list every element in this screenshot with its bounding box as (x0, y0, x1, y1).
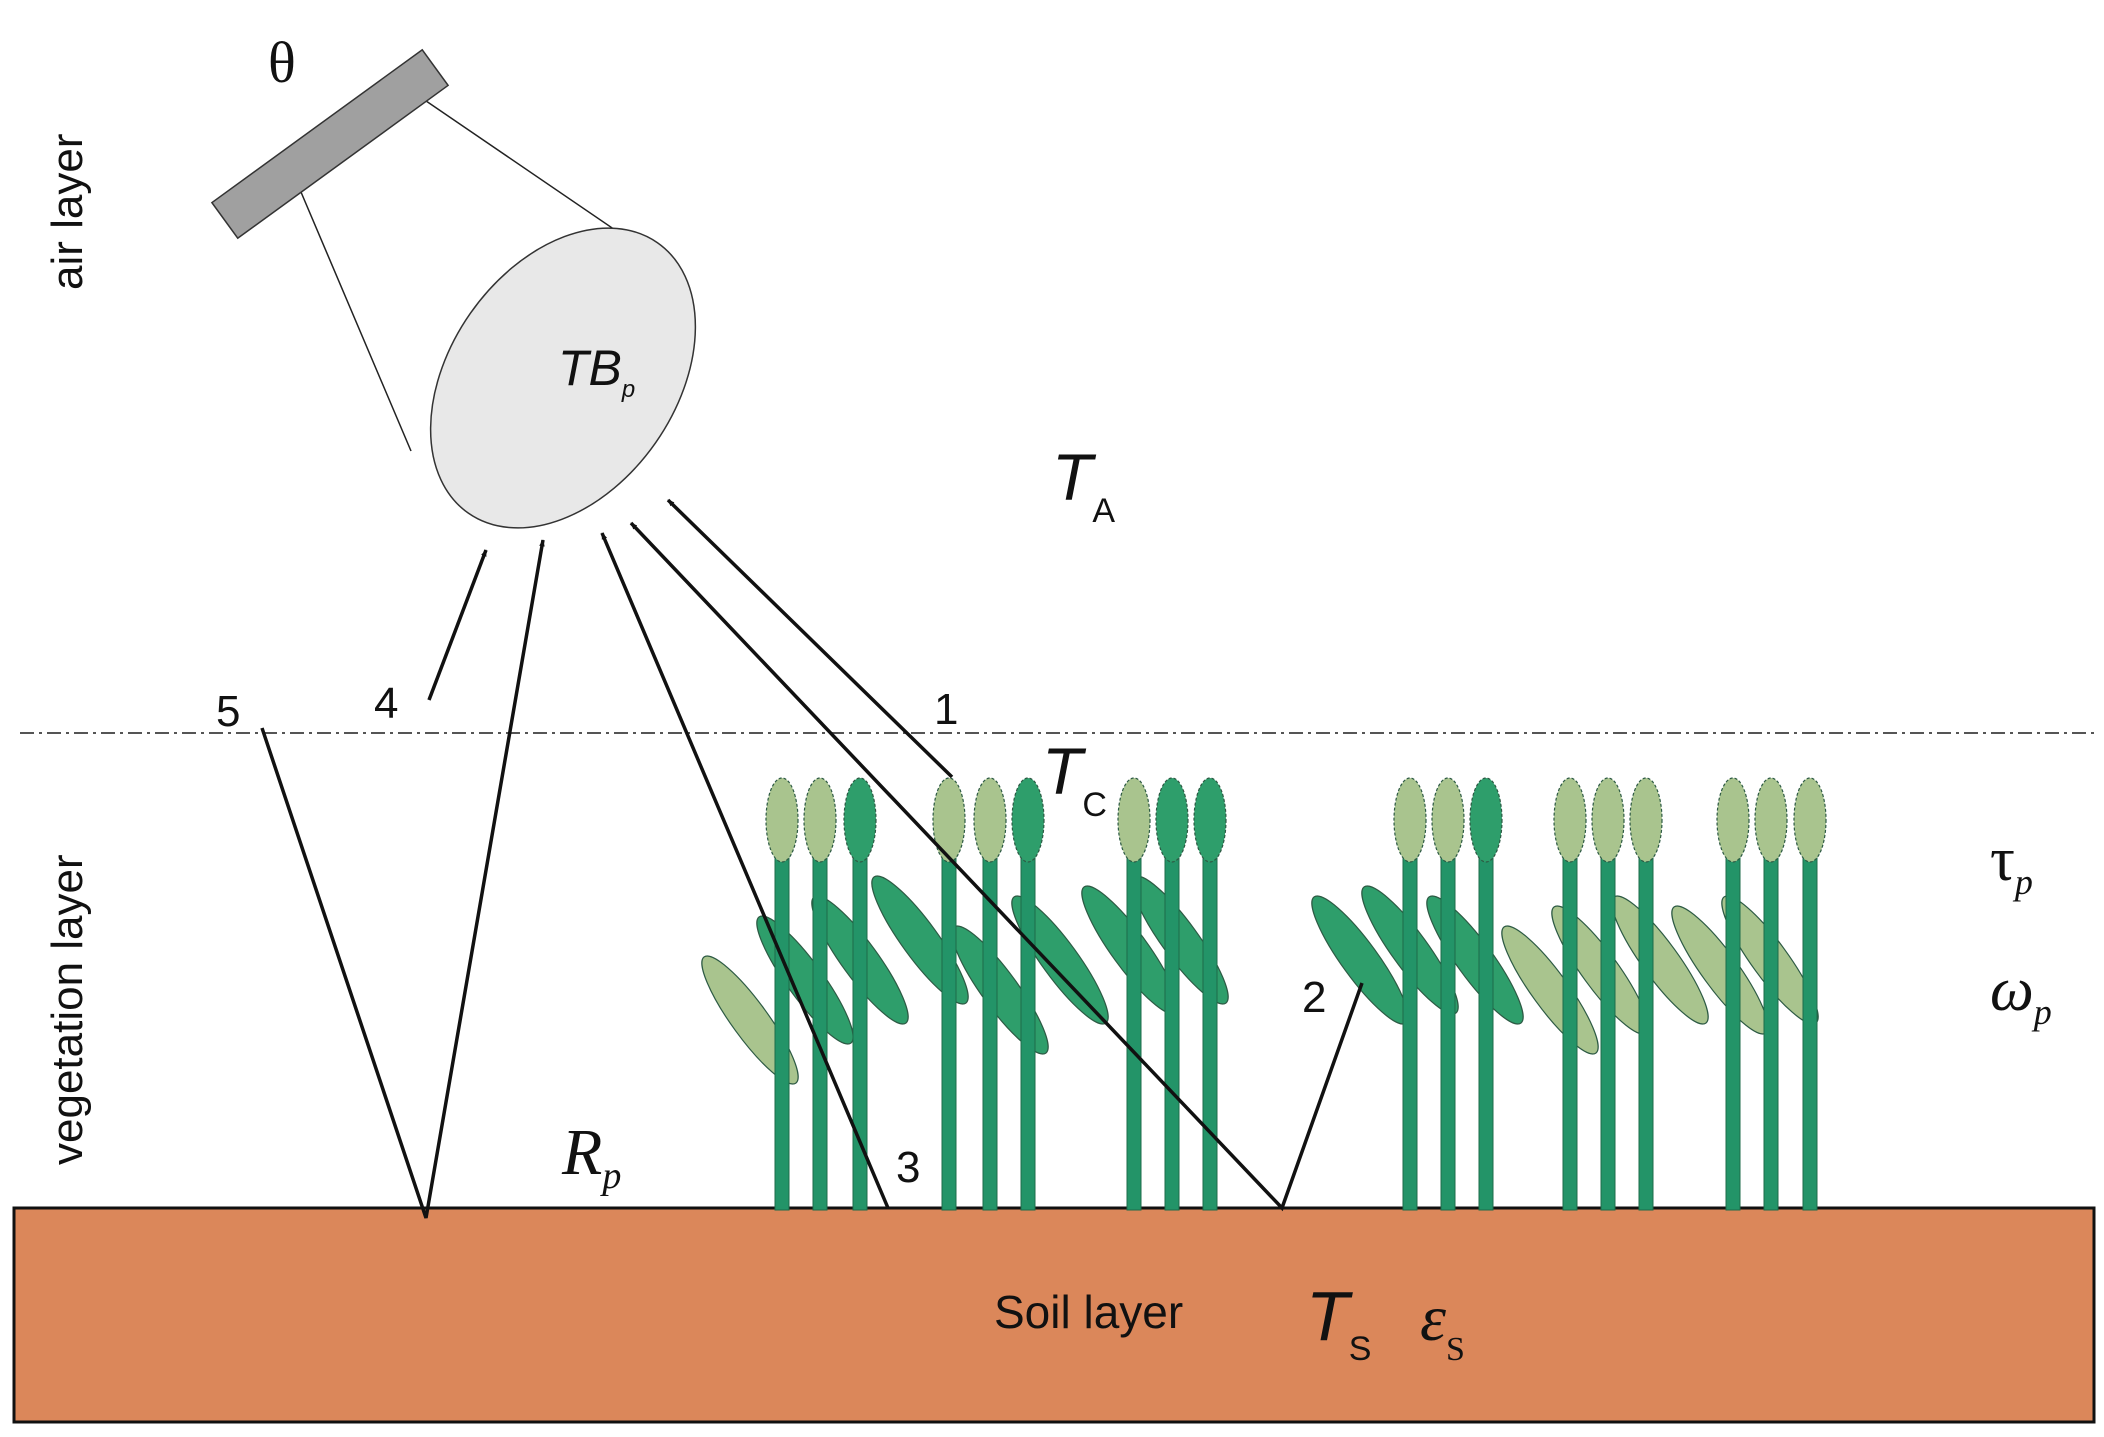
leaf-1 (701, 955, 799, 1085)
stem-15 (1638, 829, 1654, 1211)
optical-depth-label: τp (1990, 826, 2033, 902)
stem-13 (1562, 829, 1578, 1211)
soil-emissivity-label: εS (1420, 1282, 1465, 1368)
grain-head-1 (765, 777, 799, 863)
stem-7 (1126, 829, 1142, 1211)
air-layer-label: air layer (43, 134, 92, 291)
brightness-temperature-label: TBp (558, 340, 635, 403)
grain-head-15 (1629, 777, 1663, 863)
stem-17 (1763, 829, 1779, 1211)
radiometer-sensor-icon (210, 48, 450, 240)
soil-layer-label: Soil layer (994, 1286, 1183, 1338)
sensor-footprint (429, 227, 697, 529)
path-number-1: 1 (934, 685, 958, 734)
path-5-sky-reflection (260, 539, 545, 1219)
path-number-2: 2 (1302, 973, 1326, 1022)
stem-5 (982, 829, 998, 1211)
grain-head-16 (1716, 777, 1750, 863)
sensor-angle-label: θ (268, 30, 296, 95)
grain-head-4 (932, 777, 966, 863)
vegetation-layer-label: vegetation layer (43, 854, 92, 1165)
grain-head-17 (1754, 777, 1788, 863)
grain-head-14 (1591, 777, 1625, 863)
path-2-canopy-soil-reflection (629, 521, 1364, 1212)
soil-layer (12, 1206, 2096, 1424)
stem-18 (1802, 829, 1818, 1211)
grain-head-9 (1193, 777, 1227, 863)
stem-14 (1600, 829, 1616, 1211)
soil-temperature-label: TS (1306, 1277, 1371, 1368)
stem-16 (1725, 829, 1741, 1211)
grain-head-6 (1011, 777, 1045, 863)
path-1-canopy-emission (666, 498, 954, 779)
soil-reflectivity-label: Rp (561, 1116, 621, 1197)
grain-head-13 (1553, 777, 1587, 863)
grain-head-11 (1431, 777, 1465, 863)
stem-11 (1440, 829, 1456, 1211)
stem-2 (812, 829, 828, 1211)
grain-head-5 (973, 777, 1007, 863)
air-temperature-label: TA (1052, 440, 1115, 530)
path-4-atmospheric-emission (427, 549, 488, 701)
stem-6 (1020, 829, 1036, 1211)
grain-head-10 (1393, 777, 1427, 863)
vegetation-canopy (701, 777, 1827, 1211)
grain-head-18 (1793, 777, 1827, 863)
canopy-temperature-label: TC (1042, 734, 1107, 824)
path-number-3: 3 (896, 1143, 920, 1192)
stem-12 (1478, 829, 1494, 1211)
grain-head-7 (1117, 777, 1151, 863)
stem-9 (1202, 829, 1218, 1211)
path-number-5: 5 (216, 687, 240, 736)
stem-8 (1164, 829, 1180, 1211)
sensor-beam-edge-right (409, 89, 641, 248)
grain-head-8 (1155, 777, 1189, 863)
grain-head-12 (1469, 777, 1503, 863)
grain-head-2 (803, 777, 837, 863)
grain-head-3 (843, 777, 877, 863)
emission-paths (260, 498, 1364, 1219)
path-number-4: 4 (374, 679, 398, 728)
single-scattering-albedo-label: ωp (1990, 956, 2052, 1032)
stem-1 (774, 829, 790, 1211)
path-3-soil-emission (600, 532, 890, 1209)
sensor-beam-edge-left (297, 184, 412, 452)
stem-4 (941, 829, 957, 1211)
stem-10 (1402, 829, 1418, 1211)
